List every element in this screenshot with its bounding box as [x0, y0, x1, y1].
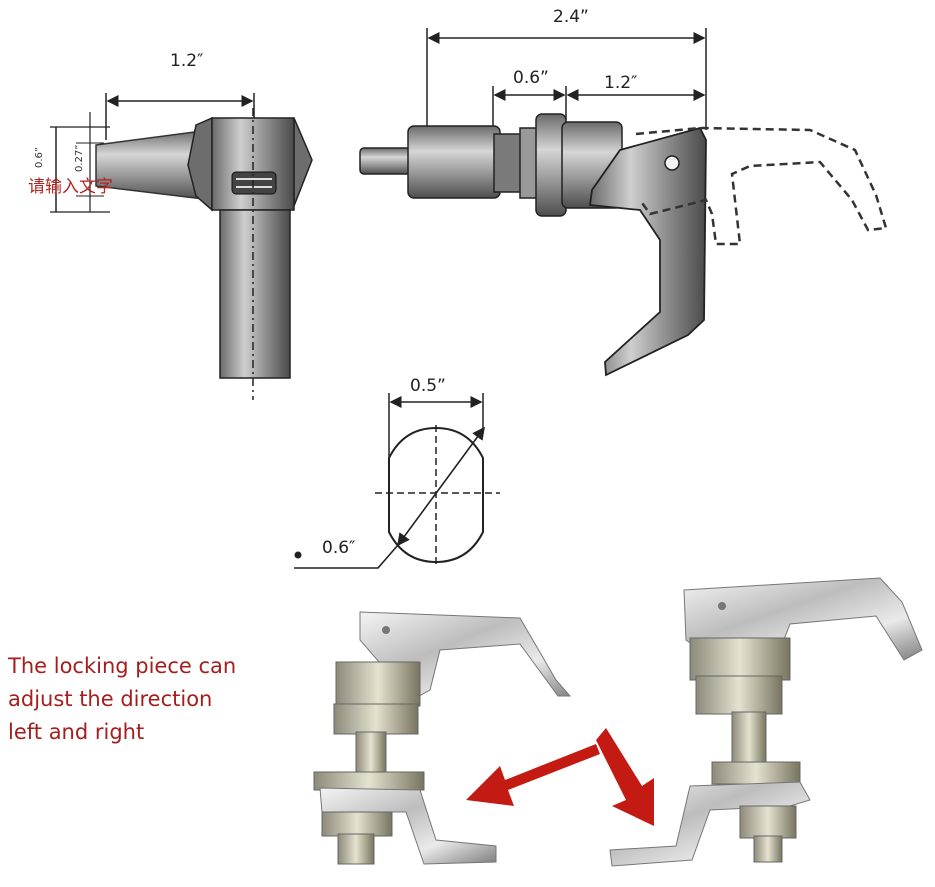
segment-b-label: 1.2″: [604, 73, 637, 93]
placeholder-text: 请输入文字: [28, 177, 113, 197]
arrow-down-icon: [596, 728, 654, 826]
total-length-label: 2.4”: [553, 7, 589, 27]
note-line-2: adjust the direction: [8, 687, 213, 711]
side-view: 1.2″ 0.6” 0.27”: [34, 51, 313, 400]
side-inner-label: 0.27”: [74, 145, 85, 172]
hole-diagonal-label: 0.6″: [322, 538, 355, 558]
front-view: 2.4” 0.6” 1.2″: [359, 7, 888, 377]
note-line-3: left and right: [8, 720, 145, 744]
hole-profile: 0.5” 0.6″: [294, 376, 500, 569]
side-height-label: 0.6”: [34, 147, 45, 168]
latch-photo-left: [313, 611, 572, 865]
side-width-label: 1.2″: [170, 51, 203, 71]
latch-photo-right: [609, 577, 923, 867]
arrow-left-icon: [466, 744, 600, 806]
direction-note: The locking piece can adjust the directi…: [8, 650, 308, 749]
hole-width-label: 0.5”: [410, 376, 446, 396]
direction-arrows: [466, 728, 654, 826]
note-line-1: The locking piece can: [8, 654, 237, 678]
segment-a-label: 0.6”: [513, 68, 549, 88]
